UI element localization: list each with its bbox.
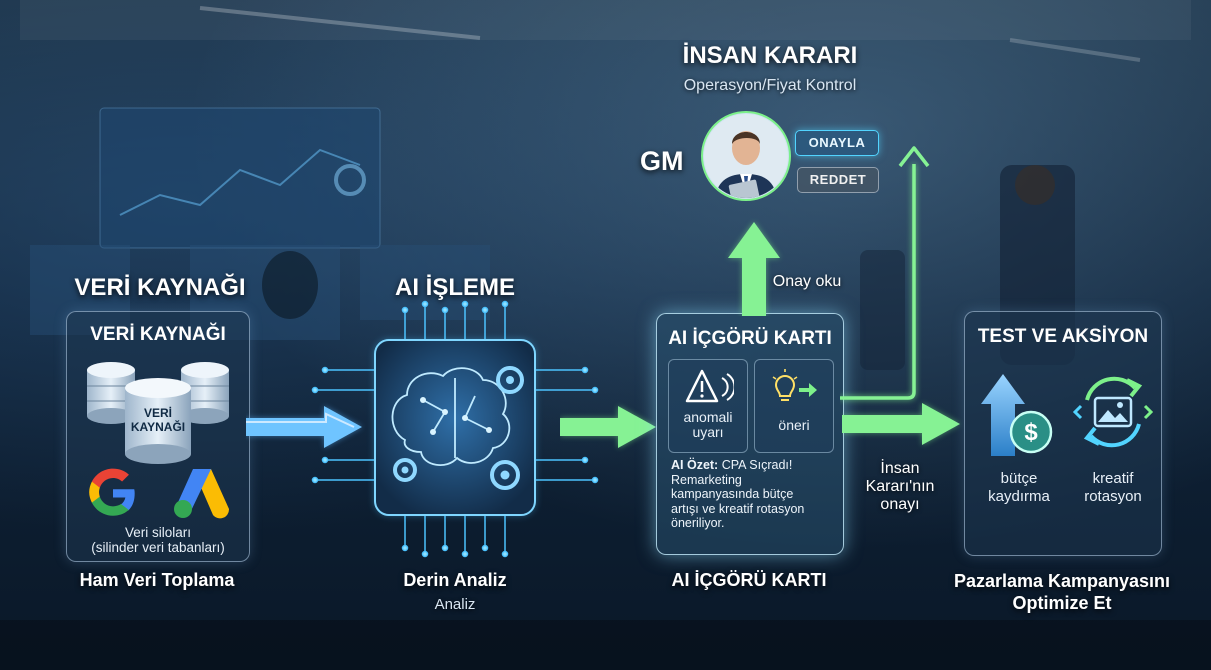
insight-panel-title: AI İÇGÖRÜ KARTI [668,328,832,349]
source-panel: VERİ KAYNAĞI [66,311,250,562]
anomaly-card: anomali uyarı [668,359,748,453]
arrow-insight-to-action [842,403,960,445]
insight-summary: AI Özet: CPA Sıçradı! Remarketing kampan… [671,458,837,531]
image-rotate-icon [1073,376,1153,448]
action-caption-line1: Pazarlama Kampanyasını [953,571,1171,591]
action-caption: Pazarlama Kampanyasını Optimize Et [930,570,1194,614]
processing-caption: Derin Analiz [403,570,507,590]
insight-summary-line2: Remarketing [671,472,742,487]
processing-sub: Analiz [434,596,476,613]
source-note-line2: (silinder veri tabanları) [91,540,225,555]
action-caption-line2: Optimize Et [1012,593,1112,613]
action-panel: TEST VE AKSİYON $ bütçe kaydırma kreatif… [964,311,1162,556]
google-ads-icon [174,469,230,519]
approval-note-line2: Kararı'nın [865,478,935,495]
anomaly-label-line1: anomali [683,409,733,425]
budget-label: bütçe kaydırma [977,470,1061,506]
arrow-insight-to-human [728,222,780,316]
suggestion-label: öneri [778,417,810,433]
action-panel-title: TEST VE AKSİYON [977,326,1149,347]
approval-note-line3: onayı [880,496,920,513]
svg-text:$: $ [1024,419,1038,446]
creative-label-line2: rotasyon [1084,488,1142,505]
database-icon [87,362,229,464]
budget-label-line1: bütçe [1000,470,1038,487]
reject-button[interactable]: REDDET [797,167,879,193]
human-sub: Operasyon/Fiyat Kontrol [683,77,857,94]
approval-note: İnsan Kararı'nın onayı [850,460,950,514]
insight-panel: AI İÇGÖRÜ KARTI anomali uyarı öneri [656,313,844,555]
arrow-source-to-ai [246,406,362,448]
google-icon [89,468,135,516]
approval-arrow-label: Onay oku [772,273,842,290]
source-panel-title: VERİ KAYNAĞI [90,324,226,345]
insight-summary-line5: öneriliyor. [671,516,725,530]
source-heading: VERİ KAYNAĞI [74,274,246,301]
database-label-line1: VERİ [143,406,172,420]
anomaly-label-line2: uyarı [692,424,724,440]
person-avatar [701,111,791,201]
arrow-insight-to-approve [840,146,930,401]
creative-label: kreatif rotasyon [1071,470,1155,506]
creative-label-line1: kreatif [1092,470,1134,487]
insight-summary-line4: artışı ve kreatif rotasyon [671,501,805,516]
anomaly-label: anomali uyarı [669,410,747,440]
gm-label: GM [640,146,684,176]
source-note: Veri siloları (silinder veri tabanları) [67,525,249,555]
human-heading: İNSAN KARARI [682,42,858,69]
processing-heading: AI İŞLEME [394,274,515,301]
insight-summary-line3: kampanyasında bütçe [671,487,794,501]
brain-chip-icon [311,300,599,558]
insight-summary-line1: CPA Sıçradı! [718,458,793,472]
database-label: VERİ KAYNAĞI [85,406,231,434]
insight-summary-label: AI Özet: [671,458,719,472]
budget-label-line2: kaydırma [988,488,1050,505]
approval-note-line1: İnsan [880,460,920,477]
database-label-line2: KAYNAĞI [130,420,186,434]
warning-icon [685,369,734,403]
dollar-icon: $ [981,374,1053,456]
source-note-line1: Veri siloları [124,525,192,540]
approve-button[interactable]: ONAYLA [795,130,879,156]
arrow-ai-to-insight [560,406,656,448]
source-caption: Ham Veri Toplama [79,570,235,590]
insight-caption: AI İÇGÖRÜ KARTI [671,570,827,590]
lightbulb-icon [772,369,817,401]
suggestion-card: öneri [754,359,834,453]
